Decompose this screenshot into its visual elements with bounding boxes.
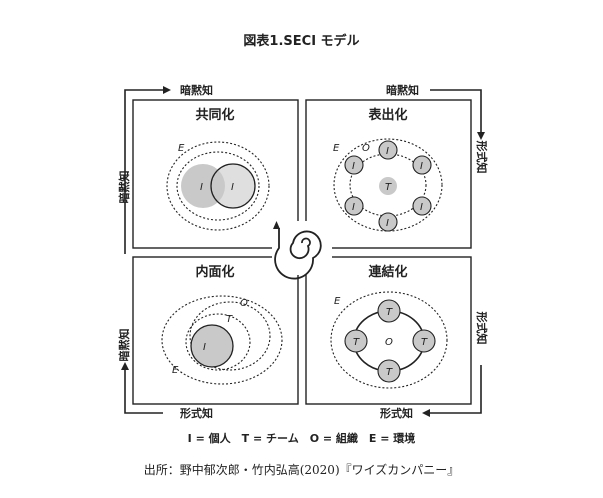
label-environment: E (172, 365, 179, 376)
individual-node-3 (412, 155, 432, 175)
label-team: T (385, 182, 392, 193)
individual-node-5 (378, 212, 398, 232)
environment-circle (330, 291, 448, 389)
team-node-right (412, 329, 436, 353)
edge-label-right-top: 形式知 (475, 141, 489, 174)
team-node-left (344, 329, 368, 353)
environment-circle (161, 295, 283, 385)
page-title: 図表1.SECI モデル (243, 34, 360, 49)
quadrant-title-socialization: 共同化 (195, 107, 234, 123)
label-team-right: T (421, 337, 428, 348)
individual-node-4 (412, 196, 432, 216)
label-organization: O (385, 337, 393, 348)
individual-circle (190, 324, 234, 368)
organization-circle (349, 153, 427, 217)
arrow-head-bottom-left (121, 362, 129, 370)
label-individual-6: I (352, 202, 355, 213)
frame-internalization (132, 256, 299, 405)
label-organization: O (240, 298, 248, 309)
label-team-bottom: T (386, 367, 393, 378)
team-circle (185, 313, 251, 371)
label-individual-4: I (420, 202, 423, 213)
arrow-head-top-left (163, 86, 171, 94)
frame-socialization (132, 99, 299, 249)
arrow-left-bottom (124, 370, 163, 414)
team-node (379, 177, 397, 195)
label-team: T (226, 314, 233, 325)
label-individual-left: I (200, 182, 203, 193)
spiral-arrow-head (273, 221, 280, 229)
label-environment: E (333, 143, 340, 154)
team-node-bottom (377, 359, 401, 383)
outer-arrows (124, 89, 482, 414)
spiral-path (274, 228, 322, 280)
edge-label-top-left: 暗黙知 (180, 83, 213, 97)
socialization-graphic: E I I (166, 141, 270, 231)
individual-circle-right (210, 163, 256, 209)
team-circle (176, 151, 260, 221)
team-node-top (377, 299, 401, 323)
label-team-top: T (386, 307, 393, 318)
label-team-left: T (353, 337, 360, 348)
arrow-left-top (124, 89, 163, 254)
edge-label-left-bottom: 暗黙知 (117, 329, 131, 362)
label-organization: O (362, 143, 370, 154)
individual-node-6 (344, 196, 364, 216)
quadrant-title-externalization: 表出化 (367, 107, 407, 123)
combination-graphic: T T T T O E (330, 291, 448, 389)
arrow-right-top (430, 89, 482, 132)
environment-circle (333, 138, 443, 232)
frame-externalization (305, 99, 472, 249)
label-individual-right: I (231, 182, 234, 193)
quadrant-title-combination: 連結化 (368, 264, 407, 280)
edge-label-bottom-left: 形式知 (180, 406, 213, 420)
edge-label-top-right: 暗黙知 (386, 83, 419, 97)
edge-label-left-top: 暗黙知 (117, 171, 131, 204)
frame-combination (305, 256, 472, 405)
source-caption: 出所：野中郁次郎・竹内弘高(2020)『ワイズカンパニー』 (143, 463, 460, 477)
arrow-head-bottom-right (422, 409, 430, 417)
label-individual: I (203, 342, 206, 353)
label-individual-2: I (386, 146, 389, 157)
arrow-right-bottom (430, 365, 482, 414)
individual-node-2 (378, 140, 398, 160)
individual-node-1 (344, 155, 364, 175)
spiral (272, 221, 332, 280)
environment-circle (166, 141, 270, 231)
label-individual-3: I (420, 161, 423, 172)
edge-label-bottom-right: 形式知 (380, 406, 413, 420)
label-environment: E (334, 296, 341, 307)
quadrant-title-internalization: 内面化 (195, 264, 234, 280)
legend: I = 個人 T = チーム O = 組織 E = 環境 (187, 432, 416, 445)
arrow-head-top-right (477, 132, 485, 140)
externalization-graphic: E O I I I I I I T (333, 138, 443, 232)
arrow-heads (121, 86, 485, 417)
internalization-graphic: O T I E (161, 295, 283, 385)
label-individual-5: I (386, 218, 389, 229)
quadrant-frames (132, 99, 472, 405)
label-environment: E (178, 143, 185, 154)
edge-label-right-bottom: 形式知 (475, 312, 489, 345)
organization-circle (189, 301, 271, 371)
label-individual-1: I (352, 161, 355, 172)
